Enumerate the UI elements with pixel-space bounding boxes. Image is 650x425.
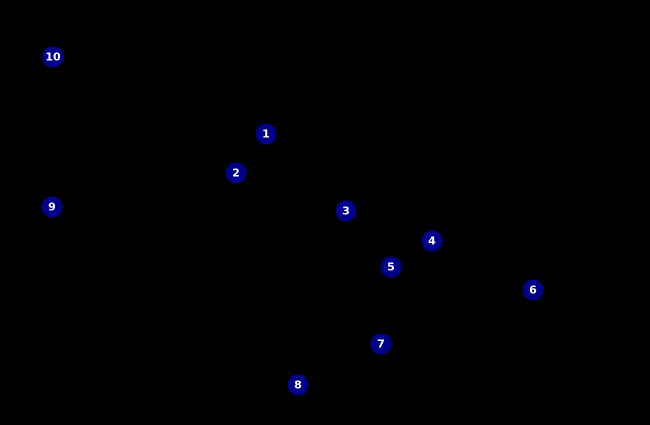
node-marker-9[interactable]: 9 [41, 196, 63, 218]
node-marker-1[interactable]: 1 [255, 123, 277, 145]
node-marker-5[interactable]: 5 [380, 256, 402, 278]
node-marker-3[interactable]: 3 [335, 200, 357, 222]
node-marker-10[interactable]: 10 [42, 46, 64, 68]
node-marker-6[interactable]: 6 [522, 279, 544, 301]
node-marker-2[interactable]: 2 [225, 162, 247, 184]
node-marker-4[interactable]: 4 [421, 230, 443, 252]
node-marker-7[interactable]: 7 [370, 333, 392, 355]
node-marker-8[interactable]: 8 [287, 374, 309, 396]
